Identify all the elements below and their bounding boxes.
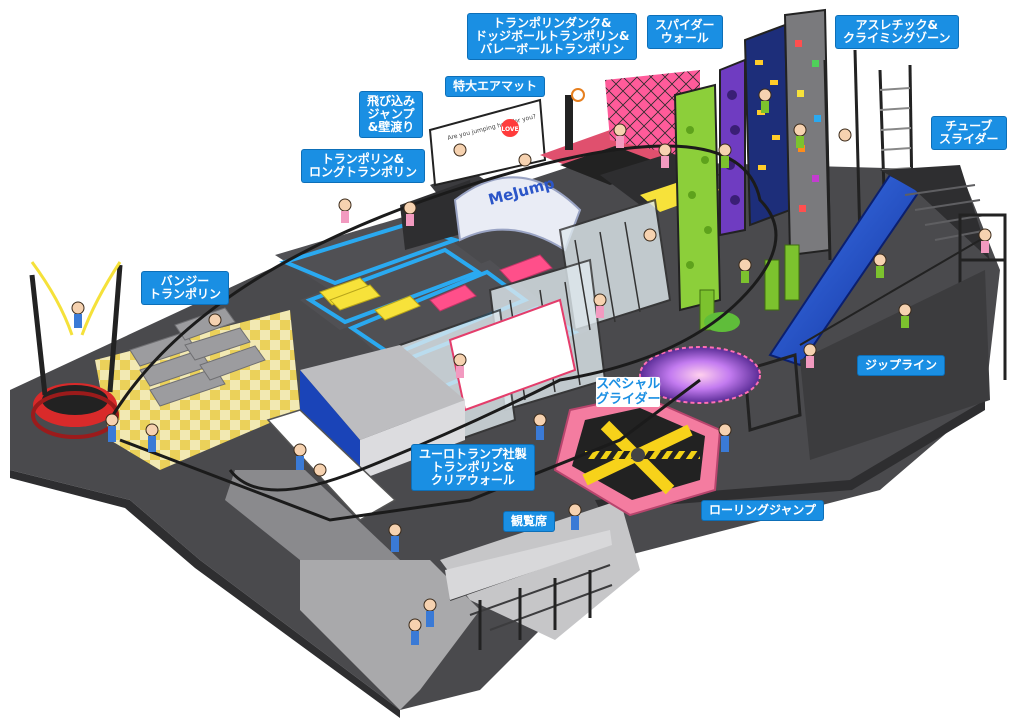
label-special-glider: スペシャル グライダー — [596, 377, 661, 407]
people — [71, 88, 992, 645]
label-spectator-seats: 観覧席 — [504, 512, 555, 531]
label-trampoline-long-trampoline: トランポリン& ロングトランポリン — [302, 150, 425, 182]
overhead-track — [108, 144, 778, 522]
label-rolling-jump: ローリングジャンプ — [702, 501, 824, 520]
label-zipline: ジップライン — [858, 356, 945, 375]
reception-desk — [266, 345, 465, 521]
climbing-zone — [673, 8, 914, 331]
rolling-jump — [553, 393, 722, 517]
label-spider-wall: スパイダー ウォール — [648, 16, 722, 48]
label-dive-jump: 飛び込み ジャンプ &壁渡り — [360, 92, 423, 137]
label-dunk-dodge-volley: トランポリンダンク& ドッジボールトランポリン& バレーボールトランポリン — [468, 14, 637, 59]
label-big-airmat: 特大エアマット — [446, 77, 545, 96]
label-tube-slider: チューブ スライダー — [932, 117, 1006, 149]
label-athletic-climbing-zone: アスレチック& クライミングゾーン — [836, 16, 958, 48]
label-bungee-trampoline: バンジー トランポリン — [142, 272, 229, 304]
whiteboard-tag: LOVE — [501, 126, 518, 133]
big-airmat: MeJump Are you jumping here for you? LOV… — [428, 98, 582, 252]
label-eurotramp-clear-wall: ユーロトランプ社製 トランポリン& クリアウォール — [412, 445, 534, 490]
special-glider — [639, 312, 761, 404]
